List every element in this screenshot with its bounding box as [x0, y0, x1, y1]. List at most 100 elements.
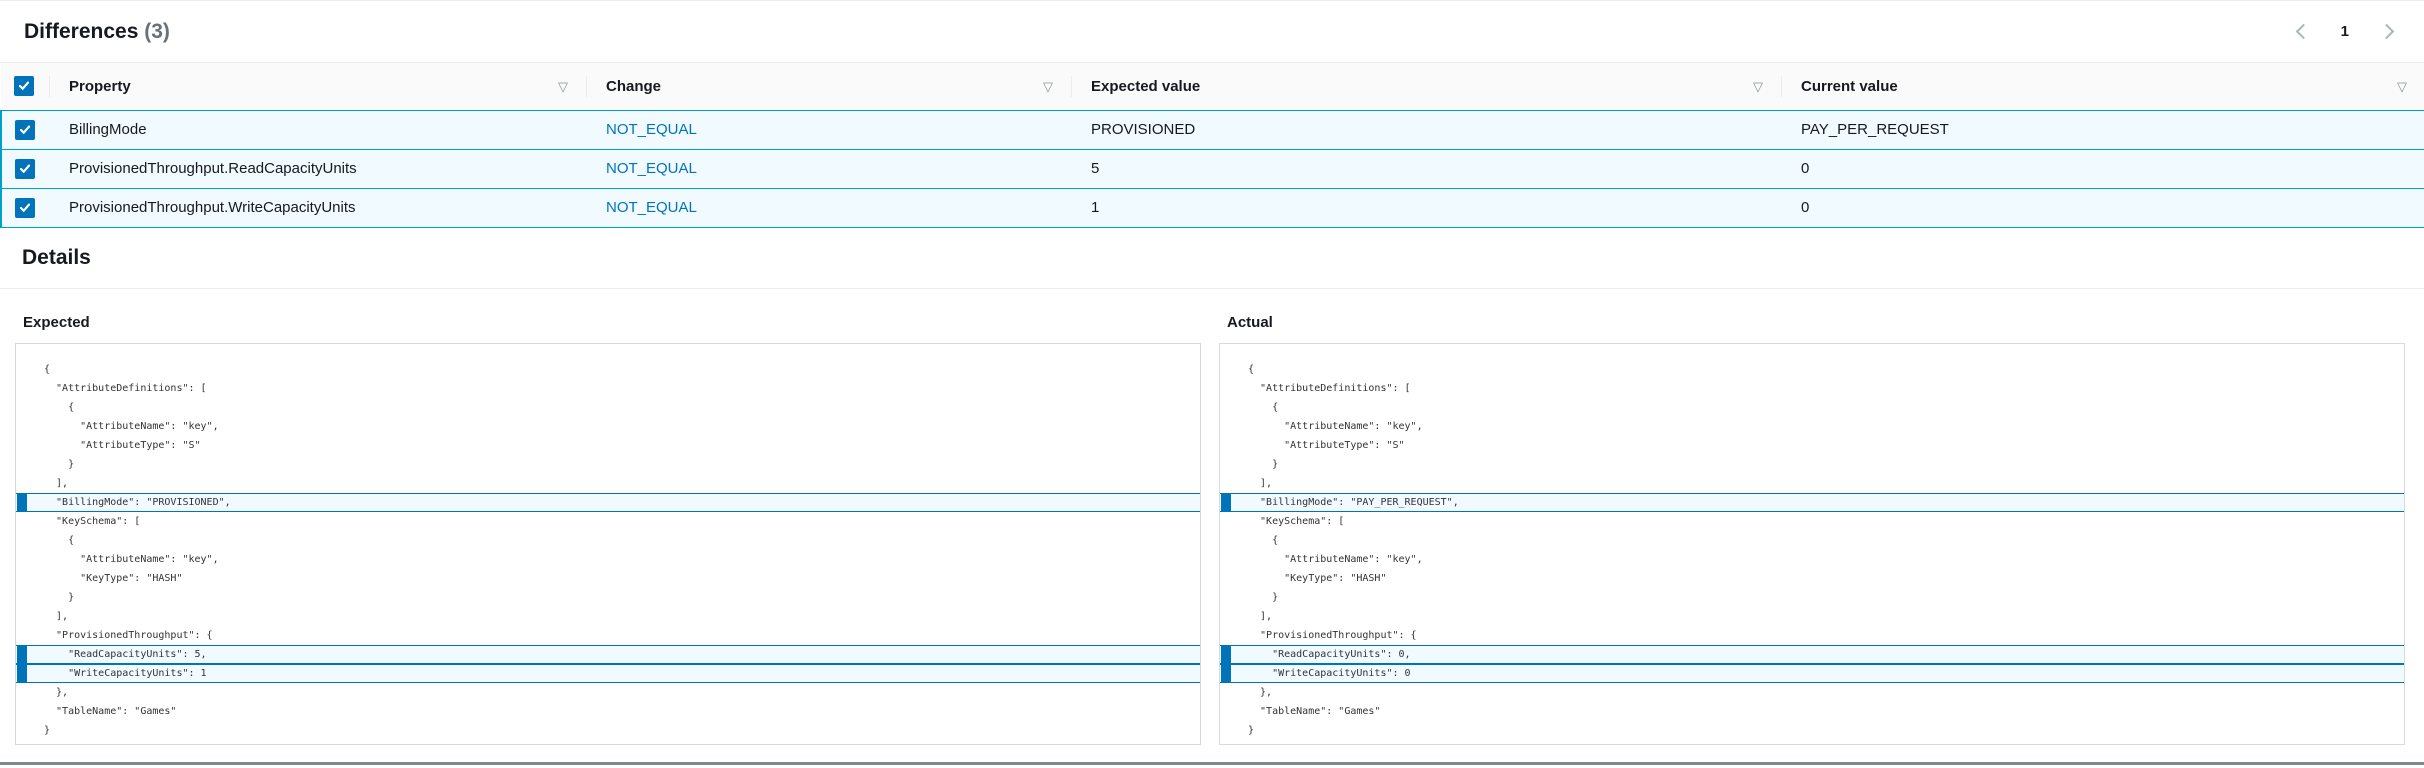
code-line-highlighted: "ReadCapacityUnits": 0, — [1220, 644, 2404, 664]
row-change-cell: NOT_EQUAL — [586, 148, 1071, 189]
row-current-value-cell: 0 — [1781, 187, 2424, 228]
code-line-highlighted: "BillingMode": "PROVISIONED", — [16, 492, 1200, 512]
column-header-property[interactable]: Property ▽ — [49, 63, 586, 110]
split-panel-divider[interactable] — [0, 762, 2424, 765]
actual-label: Actual — [1227, 313, 1273, 331]
row-change-cell: NOT_EQUAL — [586, 187, 1071, 228]
row-property-cell: BillingMode — [49, 109, 586, 150]
differences-header: Differences (3) 1 — [0, 1, 2424, 63]
row-current-value-cell: 0 — [1781, 148, 2424, 189]
code-line: { — [1248, 534, 1279, 546]
details-body: Expected { "AttributeDefinitions": [ { "… — [0, 289, 2424, 745]
code-line-highlighted: "ReadCapacityUnits": 5, — [16, 644, 1200, 664]
code-line: "AttributeName": "key", — [1248, 553, 1423, 565]
code-line: ], — [44, 477, 69, 489]
actual-json-viewer[interactable]: { "AttributeDefinitions": [ { "Attribute… — [1219, 342, 2405, 745]
code-line: "AttributeDefinitions": [ — [1248, 382, 1411, 394]
change-link[interactable]: NOT_EQUAL — [606, 199, 697, 216]
column-header-label: Expected value — [1091, 77, 1201, 95]
row-property-cell: ProvisionedThroughput.WriteCapacityUnits — [49, 187, 586, 228]
select-all-cell — [1, 63, 49, 110]
code-line: "ProvisionedThroughput": { — [44, 629, 213, 641]
table-row[interactable]: ProvisionedThroughput.ReadCapacityUnits N… — [0, 148, 2424, 189]
column-header-expected-value[interactable]: Expected value ▽ — [1071, 63, 1781, 110]
differences-table: Property ▽ Change ▽ Expected value ▽ — [0, 63, 2424, 228]
code-line: "TableName": "Games" — [44, 705, 177, 717]
row-checkbox-cell — [0, 109, 49, 150]
filter-sort-icon[interactable]: ▽ — [1753, 78, 1763, 94]
row-checkbox[interactable] — [15, 158, 35, 179]
code-line-highlighted: "WriteCapacityUnits": 0 — [1220, 663, 2404, 683]
differences-count-badge: (3) — [144, 19, 170, 43]
filter-sort-icon[interactable]: ▽ — [558, 78, 568, 94]
row-checkbox-cell — [0, 187, 49, 228]
row-expected-value-cell: PROVISIONED — [1071, 109, 1781, 150]
code-line: { — [1248, 401, 1279, 413]
pagination: 1 — [2288, 17, 2402, 46]
code-line-highlighted: "WriteCapacityUnits": 1 — [16, 663, 1200, 683]
row-change-cell: NOT_EQUAL — [586, 109, 1071, 150]
code-line: { — [44, 401, 75, 413]
pagination-next-button[interactable] — [2371, 20, 2402, 43]
code-line: } — [44, 591, 75, 603]
code-line: } — [44, 724, 51, 736]
table-header-row: Property ▽ Change ▽ Expected value ▽ — [1, 63, 2424, 110]
details-title: Details — [22, 245, 91, 269]
row-expected-value-cell: 5 — [1071, 148, 1781, 189]
change-link[interactable]: NOT_EQUAL — [606, 121, 697, 138]
differences-title-text: Differences — [24, 19, 139, 43]
row-checkbox[interactable] — [15, 197, 35, 218]
code-line: { — [1248, 363, 1255, 375]
chevron-left-icon — [2295, 23, 2311, 40]
details-section: Details Expected { "AttributeDefinitions… — [0, 228, 2424, 745]
code-line: { — [44, 363, 51, 375]
code-line: "AttributeType": "S" — [1248, 439, 1405, 451]
code-line: "ProvisionedThroughput": { — [1248, 629, 1417, 641]
row-property-cell: ProvisionedThroughput.ReadCapacityUnits — [49, 148, 586, 189]
code-line: "KeyType": "HASH" — [1248, 572, 1387, 584]
code-line: ], — [1248, 477, 1273, 489]
column-header-label: Property — [69, 77, 131, 95]
filter-sort-icon[interactable]: ▽ — [2397, 78, 2407, 94]
code-line: ], — [1248, 610, 1273, 622]
select-all-checkbox[interactable] — [14, 76, 34, 97]
row-checkbox[interactable] — [15, 119, 35, 140]
code-line: }, — [44, 686, 69, 698]
code-line: "AttributeName": "key", — [44, 553, 219, 565]
pagination-page-button[interactable]: 1 — [2331, 17, 2359, 46]
code-line: ], — [44, 610, 69, 622]
code-line: } — [1248, 458, 1279, 470]
expected-column: Expected { "AttributeDefinitions": [ { "… — [15, 314, 1201, 745]
filter-sort-icon[interactable]: ▽ — [1043, 78, 1053, 94]
code-line: "AttributeName": "key", — [44, 420, 219, 432]
chevron-right-icon — [2378, 23, 2395, 40]
code-line: { — [44, 534, 75, 546]
details-header: Details — [0, 228, 2424, 289]
column-header-change[interactable]: Change ▽ — [586, 63, 1071, 110]
table-row[interactable]: ProvisionedThroughput.WriteCapacityUnits… — [0, 187, 2424, 228]
code-line: "AttributeType": "S" — [44, 439, 201, 451]
code-line: } — [1248, 724, 1255, 736]
code-line: }, — [1248, 686, 1273, 698]
column-header-label: Change — [606, 77, 662, 95]
code-line-highlighted: "BillingMode": "PAY_PER_REQUEST", — [1220, 492, 2404, 512]
code-line: } — [1248, 591, 1279, 603]
change-link[interactable]: NOT_EQUAL — [606, 160, 697, 177]
code-line: "AttributeDefinitions": [ — [44, 382, 207, 394]
expected-json-viewer[interactable]: { "AttributeDefinitions": [ { "Attribute… — [15, 342, 1201, 745]
actual-column: Actual { "AttributeDefinitions": [ { "At… — [1219, 314, 2405, 745]
code-line: } — [44, 458, 75, 470]
code-line: "KeySchema": [ — [1248, 515, 1345, 527]
differences-title: Differences (3) — [24, 20, 170, 44]
column-header-label: Current value — [1801, 77, 1898, 95]
differences-section: Differences (3) 1 — [0, 0, 2424, 228]
pagination-prev-button[interactable] — [2288, 20, 2319, 43]
row-checkbox-cell — [0, 148, 49, 189]
expected-label: Expected — [23, 313, 90, 331]
column-header-current-value[interactable]: Current value ▽ — [1781, 63, 2424, 110]
code-line: "AttributeName": "key", — [1248, 420, 1423, 432]
row-expected-value-cell: 1 — [1071, 187, 1781, 228]
row-current-value-cell: PAY_PER_REQUEST — [1781, 109, 2424, 150]
